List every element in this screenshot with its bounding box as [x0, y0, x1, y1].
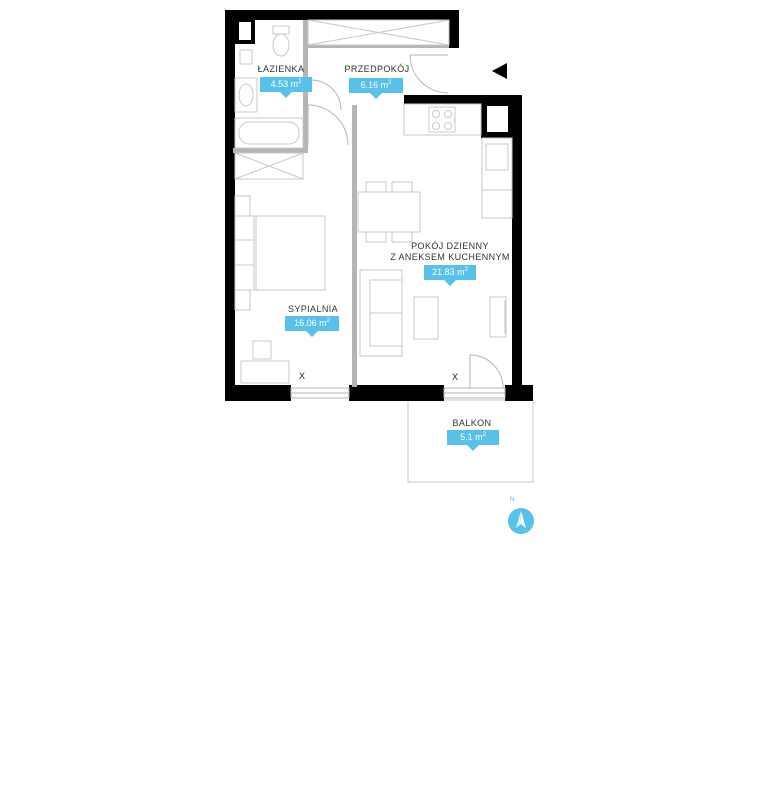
bathtub [234, 117, 304, 149]
area-unit: 2 [388, 80, 392, 86]
entrance-arrow-icon [492, 63, 507, 79]
kitchen-furniture [403, 103, 513, 219]
chair [252, 340, 272, 360]
kitchen-counter [403, 103, 482, 136]
bedroom-window-mark: X [299, 371, 306, 381]
balcony-outline [407, 399, 534, 483]
area-unit: 2 [464, 267, 468, 273]
living-name-line2: Z ANEKSEM KUCHENNYM [390, 252, 510, 262]
hallway-area-badge: 6.16 m2 [349, 78, 403, 99]
area-unit: 2 [298, 79, 302, 85]
living-furniture [359, 269, 507, 357]
hallway-wardrobe [234, 19, 450, 180]
doors [307, 54, 504, 389]
cooktop [428, 106, 456, 133]
sink [485, 143, 509, 171]
bedroom-area-badge: 16.06 m2 [285, 316, 339, 337]
balcony-area: 5.1 m [460, 432, 483, 442]
bathroom-area-badge: 4.53 m2 [260, 77, 312, 98]
living-name: POKÓJ DZIENNY Z ANEKSEM KUCHENNYM [382, 241, 518, 263]
area-unit: 2 [326, 318, 330, 324]
shelf [239, 49, 253, 65]
living-window-mark: X [452, 372, 459, 382]
balcony-area-badge: 5.1 m2 [447, 430, 499, 451]
bedroom-area: 16.06 m [294, 318, 327, 328]
living-area-badge: 21.83 m2 [424, 265, 476, 286]
toilet [272, 25, 290, 35]
compass-north-label: N [510, 497, 515, 503]
dining-table [357, 191, 421, 233]
kitchen-side-counter [481, 137, 513, 219]
bed [253, 215, 326, 291]
shaft-inner [487, 106, 508, 132]
hallway-area: 6.16 m [360, 80, 389, 90]
bathroom-name: ŁAZIENKA [257, 64, 305, 74]
bedroom-name: SYPIALNIA [287, 304, 339, 314]
living-name-line1: POKÓJ DZIENNY [411, 241, 489, 251]
washbasin [234, 77, 258, 113]
area-unit: 2 [482, 432, 486, 438]
shaft-inner [239, 22, 251, 40]
bathroom-fixtures [234, 25, 304, 149]
toilet-bowl [272, 33, 290, 57]
tv-cabinet [489, 296, 507, 338]
bathroom-area: 4.53 m [270, 79, 299, 89]
bedroom-wardrobe [234, 195, 251, 217]
desk [240, 360, 290, 384]
bedroom-furniture [234, 195, 326, 384]
coffee-table [413, 296, 439, 340]
living-area: 21.83 m [432, 267, 465, 277]
compass-icon [508, 508, 534, 534]
windows [290, 387, 506, 399]
interior-partitions [233, 20, 449, 387]
hallway-name: PRZEDPOKÓJ [344, 64, 410, 74]
dining-set [357, 181, 421, 243]
balcony-name: BALKON [452, 418, 492, 428]
